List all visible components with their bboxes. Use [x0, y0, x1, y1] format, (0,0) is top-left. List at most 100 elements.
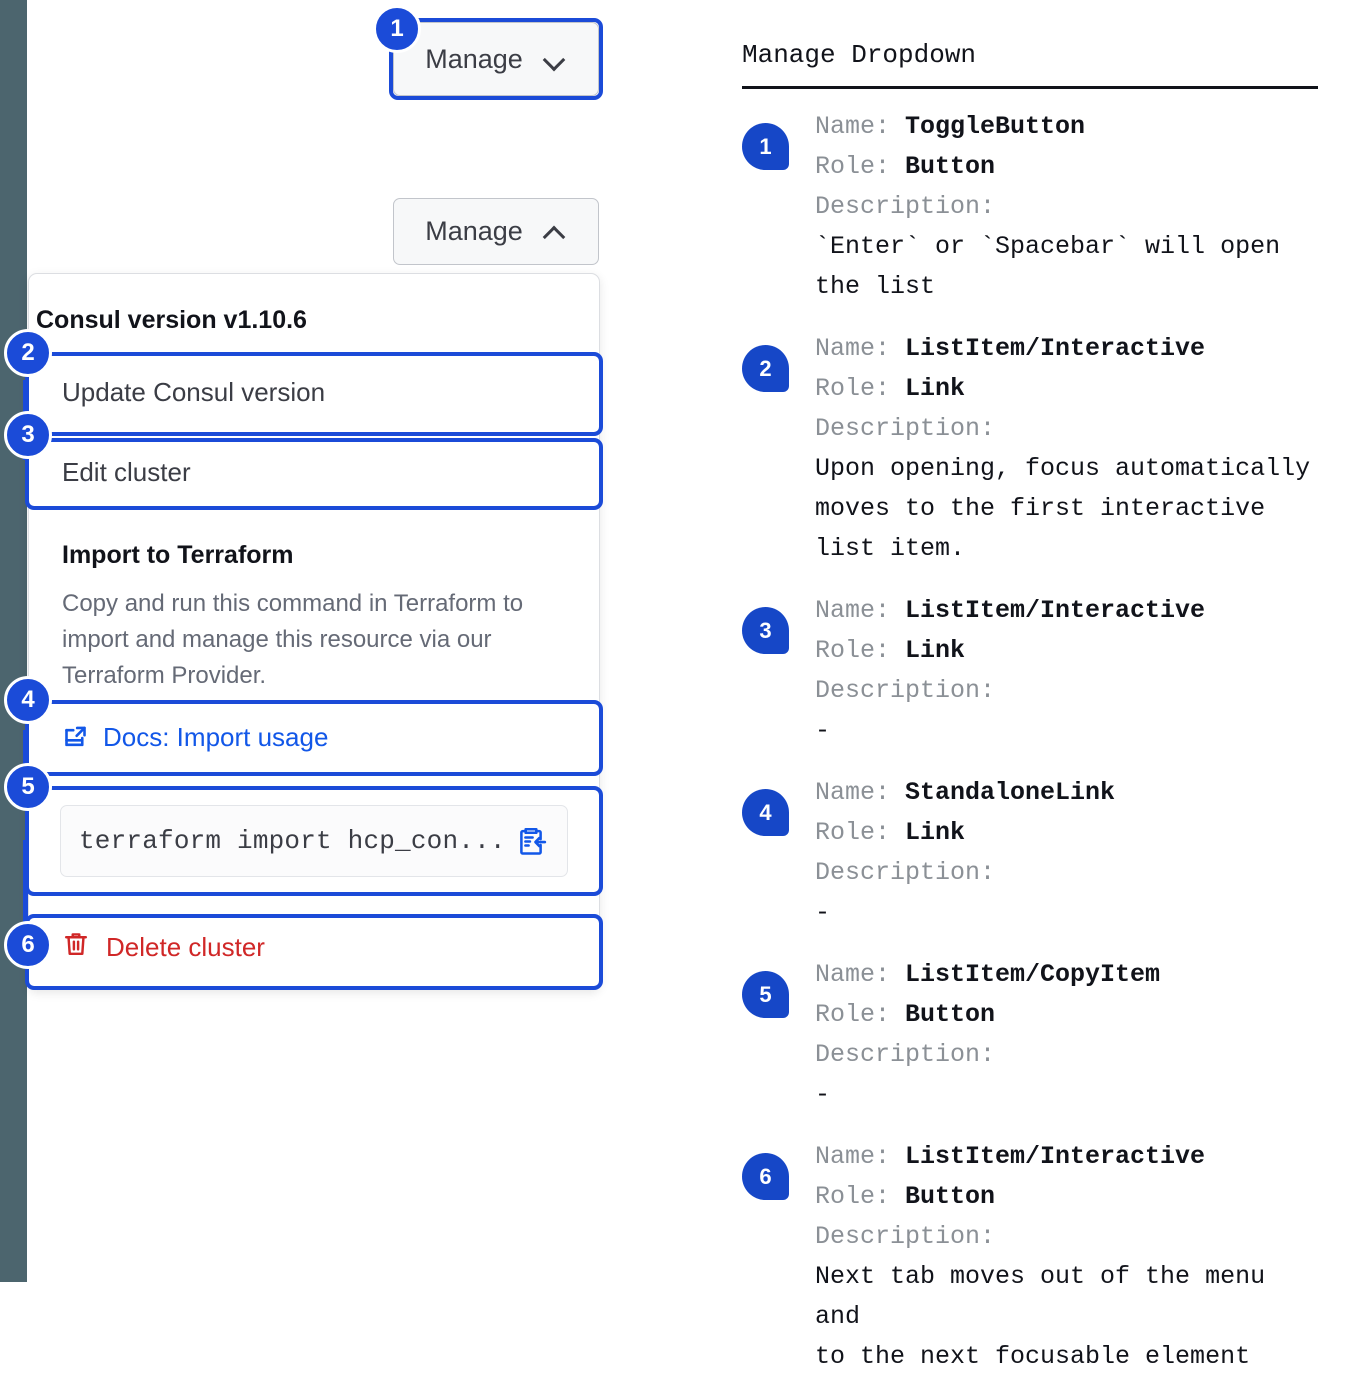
reference-description-label: Description: [815, 676, 996, 705]
reference-description: Description: [815, 1217, 1318, 1257]
reference-name: Name: StandaloneLink [815, 773, 1115, 813]
reference-description-label: Description: [815, 858, 996, 887]
reference-role: Role: Link [815, 631, 1205, 671]
external-link-icon [62, 724, 89, 751]
annotation-badge-6: 6 [4, 921, 52, 969]
reference-name-label: Name: [815, 334, 906, 363]
annotation-badge-2: 2 [4, 329, 52, 377]
reference-description-value: `Enter` or `Spacebar` will open the list [815, 232, 1281, 301]
reference-role-label: Role: [815, 1182, 906, 1211]
reference-description-value: - [815, 1080, 831, 1109]
reference-badge-6: 6 [742, 1153, 789, 1200]
reference-description: Description: [815, 409, 1310, 449]
copy-to-clipboard-icon[interactable] [513, 823, 549, 859]
reference-name-value: ListItem/Interactive [905, 1142, 1206, 1171]
reference-role-label: Role: [815, 636, 906, 665]
annotation-badge-1: 1 [373, 5, 421, 53]
reference-name-value: ListItem/Interactive [905, 596, 1206, 625]
docs-import-usage-link[interactable]: Docs: Import usage [62, 722, 328, 753]
annotation-outline-6 [25, 914, 603, 990]
terraform-import-command-box[interactable]: terraform import hcp_con... [60, 805, 568, 877]
annotation-outline-2 [25, 352, 603, 436]
reference-name-value: ListItem/Interactive [905, 334, 1206, 363]
reference-role: Role: Link [815, 369, 1310, 409]
reference-role-label: Role: [815, 374, 906, 403]
reference-badge-5: 5 [742, 971, 789, 1018]
chevron-up-icon [545, 221, 567, 243]
reference-description-label: Description: [815, 192, 996, 221]
reference-name: Name: ListItem/Interactive [815, 591, 1205, 631]
menu-item-delete-cluster[interactable]: Delete cluster [62, 930, 265, 965]
annotation-outline-1 [389, 18, 603, 100]
annotation-connector [23, 840, 28, 930]
consul-version-header: Consul version v1.10.6 [36, 306, 307, 334]
reference-name-label: Name: [815, 960, 906, 989]
import-to-terraform-title: Import to Terraform [62, 541, 294, 569]
reference-role-value: Link [905, 818, 966, 847]
reference-description: Description: [815, 1035, 1160, 1075]
reference-panel-title: Manage Dropdown [742, 40, 1318, 89]
reference-name-value: ListItem/CopyItem [905, 960, 1161, 989]
reference-role: Role: Button [815, 995, 1160, 1035]
reference-description: Description: [815, 853, 1115, 893]
manage-button-label: Manage [425, 43, 523, 74]
annotation-badge-3: 3 [4, 411, 52, 459]
reference-role-value: Button [905, 1000, 996, 1029]
reference-name-label: Name: [815, 778, 906, 807]
reference-role: Role: Link [815, 813, 1115, 853]
reference-description-label: Description: [815, 1040, 996, 1069]
reference-role-label: Role: [815, 152, 906, 181]
reference-name: Name: ListItem/CopyItem [815, 955, 1160, 995]
reference-name: Name: ListItem/Interactive [815, 1137, 1318, 1177]
reference-name-label: Name: [815, 1142, 906, 1171]
trash-icon [62, 930, 90, 965]
annotation-outline-4 [25, 700, 603, 776]
menu-item-edit-cluster[interactable]: Edit cluster [62, 457, 191, 487]
reference-role-value: Button [905, 152, 996, 181]
reference-description-value: - [815, 716, 831, 745]
annotation-outline-3 [25, 438, 603, 510]
reference-badge-2: 2 [742, 345, 789, 392]
reference-description-value: - [815, 898, 831, 927]
reference-badge-3: 3 [742, 607, 789, 654]
reference-role: Role: Button [815, 1177, 1318, 1217]
reference-description-value: Next tab moves out of the menu and to th… [815, 1262, 1266, 1371]
left-sidebar-rail [0, 0, 27, 1282]
annotation-outline-5 [25, 786, 603, 896]
manage-dropdown-toggle-open[interactable]: Manage [393, 198, 599, 265]
docs-link-label: Docs: Import usage [103, 722, 329, 752]
reference-role-value: Link [905, 636, 966, 665]
reference-description-label: Description: [815, 414, 996, 443]
import-to-terraform-description: Copy and run this command in Terraform t… [62, 590, 524, 689]
reference-role-label: Role: [815, 818, 906, 847]
reference-name-label: Name: [815, 596, 906, 625]
delete-cluster-label: Delete cluster [106, 932, 265, 962]
reference-name-value: ToggleButton [905, 112, 1086, 141]
manage-button-label: Manage [425, 216, 523, 246]
reference-badge-1: 1 [742, 123, 789, 170]
manage-dropdown-toggle-closed[interactable]: Manage [393, 22, 599, 96]
reference-role-label: Role: [815, 1000, 906, 1029]
reference-role-value: Link [905, 374, 966, 403]
reference-role: Role: Button [815, 147, 1280, 187]
reference-description-value: Upon opening, focus automatically moves … [815, 454, 1311, 563]
reference-name-label: Name: [815, 112, 906, 141]
reference-name: Name: ToggleButton [815, 107, 1280, 147]
reference-description: Description: [815, 671, 1205, 711]
reference-description-label: Description: [815, 1222, 996, 1251]
menu-item-update-consul-version[interactable]: Update Consul version [62, 377, 326, 407]
annotation-badge-4: 4 [4, 676, 52, 724]
